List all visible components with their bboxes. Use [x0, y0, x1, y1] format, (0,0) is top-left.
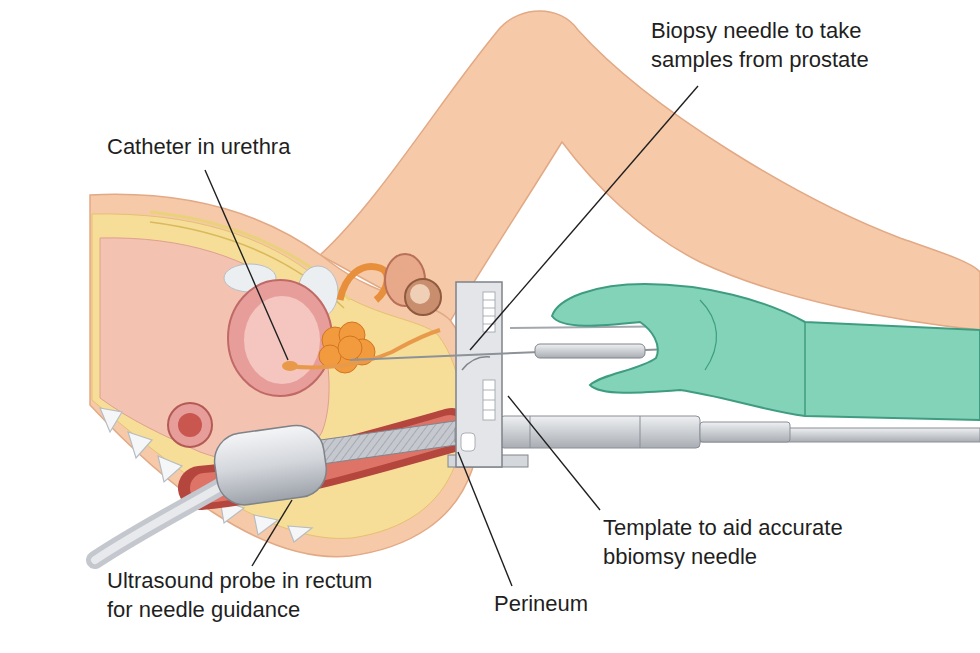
fat-layer [92, 214, 462, 539]
needle-handle [535, 344, 645, 358]
callout-label-box: Biopsy needle to take samples from prost… [651, 16, 919, 74]
probe-shaft [308, 420, 470, 466]
biopsy-needle [350, 352, 540, 360]
callout-label-box: Ultrasound probe in rectum for needle gu… [107, 566, 397, 624]
template [456, 282, 502, 467]
testis [405, 279, 441, 315]
template-slot [462, 357, 490, 370]
seminal-vesicle [340, 267, 387, 300]
glove-fold [700, 300, 716, 370]
stepper-detail [530, 416, 531, 448]
stepper-detail [640, 416, 641, 448]
testis [410, 284, 430, 304]
callout-label: Template to aid accurate bbiomsy needle [603, 513, 903, 571]
callout-label-box: Catheter in urethra [107, 132, 407, 161]
probe-cord [95, 480, 232, 560]
colon [168, 403, 212, 447]
catheter [288, 330, 440, 367]
callout-label: Biopsy needle to take samples from prost… [651, 16, 919, 74]
leg [320, 11, 980, 330]
callout-label-box: Template to aid accurate bbiomsy needle [603, 513, 903, 571]
catheter-tip [282, 361, 298, 371]
probe-handle [211, 422, 330, 509]
callout-label: Perineum [494, 589, 694, 618]
leader-line [205, 86, 698, 586]
stepper [500, 416, 700, 448]
bladder [228, 280, 332, 396]
template-grid [461, 292, 495, 451]
gloved-hand [552, 284, 980, 420]
colon-lumen [178, 413, 202, 437]
probe-cord [95, 480, 232, 560]
callout-label: Ultrasound probe in rectum for needle gu… [107, 566, 397, 624]
bladder-lumen [244, 296, 320, 384]
glove-cuff [804, 322, 806, 416]
stepper [700, 422, 790, 442]
callout-label: Catheter in urethra [107, 132, 407, 161]
callout-label-box: Perineum [494, 589, 694, 618]
body [90, 194, 479, 556]
